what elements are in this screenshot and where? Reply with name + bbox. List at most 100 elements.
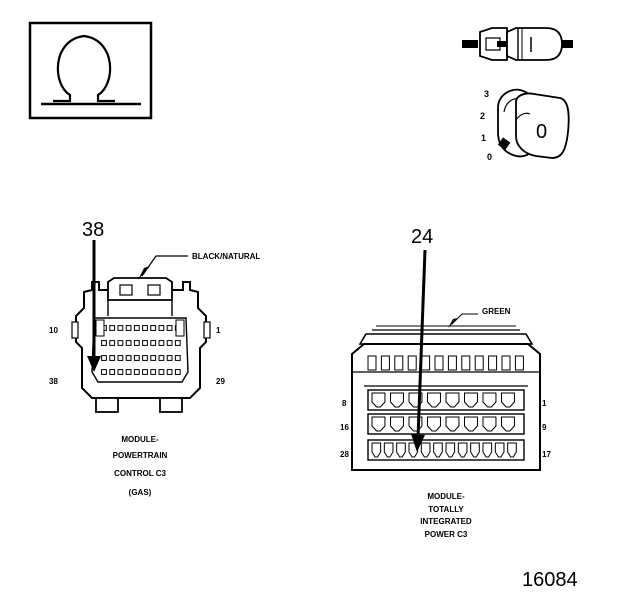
svg-text:MODULE-: MODULE- [121, 435, 159, 444]
terminal-cavity [390, 392, 404, 408]
pin-cavity [174, 340, 181, 346]
tipm-latch-slots [367, 355, 524, 371]
pin-cavity [166, 325, 173, 331]
switch-pos-1: 1 [481, 133, 486, 143]
pin-cavity [109, 325, 116, 331]
latch-slot [501, 355, 511, 371]
terminal-cavity [445, 392, 460, 408]
tipm-caption: MODULE- TOTALLY INTEGRATED POWER C3 [420, 492, 472, 539]
test-probe-icon [462, 27, 573, 61]
pin-cavity [101, 369, 107, 375]
tipm-row1-right-label: 1 [542, 399, 547, 408]
pin-cavity [133, 340, 140, 346]
latch-slot [434, 355, 444, 371]
pin-cavity [133, 325, 140, 331]
figure-number: 16084 [522, 569, 578, 591]
pcm-callout-number: 38 [82, 219, 104, 241]
latch-slot [474, 355, 484, 371]
latch-slot [394, 355, 404, 371]
pin-cavity [158, 369, 165, 375]
pin-cavity [125, 369, 132, 375]
pin-cavity [125, 340, 132, 346]
tipm-row2-right-label: 9 [542, 423, 547, 432]
pin-cavity [117, 325, 124, 331]
pcm-pin-38-label: 38 [49, 377, 58, 386]
pin-cavity [150, 369, 157, 375]
terminal-cavity [383, 442, 394, 458]
terminal-cavity [420, 442, 431, 458]
terminal-cavity [464, 416, 478, 432]
switch-pos-2: 2 [480, 111, 485, 121]
switch-pos-0: 0 [487, 152, 492, 162]
pin-cavity [125, 355, 132, 361]
knob-value: 0 [536, 121, 547, 143]
terminal-cavity [427, 392, 441, 408]
latch-slot [421, 355, 431, 371]
terminal-cavity [482, 392, 497, 408]
pin-cavity [133, 355, 140, 361]
terminal-cavity [507, 442, 517, 458]
pin-cavity [101, 340, 107, 346]
arrow-down-icon [411, 434, 425, 452]
pcm-pin-1-label: 1 [216, 326, 221, 335]
terminal-cavity [482, 416, 497, 432]
svg-text:POWERTRAIN: POWERTRAIN [113, 451, 168, 460]
pin-cavity [174, 355, 181, 361]
pcm-color-leader: BLACK/NATURAL [138, 252, 260, 280]
latch-slot [367, 355, 377, 371]
pin-cavity [125, 325, 132, 331]
terminal-cavity [371, 416, 386, 432]
arrow-icon [138, 266, 150, 280]
terminal-cavity [396, 442, 406, 458]
svg-text:CONTROL C3: CONTROL C3 [114, 469, 166, 478]
pin-cavity [101, 355, 107, 361]
pin-cavity [109, 355, 116, 361]
terminal-cavity [464, 392, 478, 408]
terminal-cavity [371, 442, 382, 458]
svg-text:INTEGRATED: INTEGRATED [420, 517, 472, 526]
tipm-callout-number: 24 [411, 226, 433, 248]
pin-cavity [166, 369, 173, 375]
pin-cavity [109, 340, 116, 346]
pin-cavity [117, 340, 124, 346]
svg-text:MODULE-: MODULE- [427, 492, 465, 501]
svg-text:(GAS): (GAS) [129, 488, 152, 497]
pcm-pin-10-label: 10 [49, 326, 58, 335]
pin-cavity [158, 340, 165, 346]
pcm-pin-29-label: 29 [216, 377, 225, 386]
tipm-pin-callout: 24 [411, 226, 433, 452]
pcm-caption: MODULE- POWERTRAIN CONTROL C3 (GAS) [113, 435, 168, 497]
tipm-connector [351, 325, 541, 471]
pin-cavity [142, 355, 148, 361]
ohm-icon [53, 34, 115, 103]
terminal-cavity [371, 392, 386, 408]
tipm-row3-right-label: 17 [542, 450, 551, 459]
terminal-cavity [445, 416, 460, 432]
pin-cavity [117, 369, 124, 375]
pin-cavity [158, 355, 165, 361]
pin-cavity [166, 340, 173, 346]
pin-cavity [158, 325, 165, 331]
pin-cavity [166, 355, 173, 361]
ohmmeter-frame [28, 21, 153, 120]
arrow-icon [448, 318, 458, 328]
pcm-pin-callout: 38 [82, 219, 104, 372]
terminal-cavity [445, 442, 456, 458]
pin-cavity [142, 369, 148, 375]
pin-cavity [174, 369, 181, 375]
pin-cavity [142, 325, 148, 331]
pin-cavity [150, 340, 157, 346]
svg-text:POWER C3: POWER C3 [425, 530, 468, 539]
terminal-cavity [390, 416, 404, 432]
terminal-cavity [501, 392, 515, 408]
pin-cavity [150, 325, 157, 331]
pcm-color-label: BLACK/NATURAL [192, 252, 260, 261]
switch-pointer-icon [497, 137, 511, 150]
terminal-cavity [427, 416, 441, 432]
ohmmeter-panel [28, 21, 153, 120]
latch-slot [461, 355, 471, 371]
arrow-down-icon [87, 356, 101, 372]
latch-slot [447, 355, 457, 371]
terminal-cavity [482, 442, 493, 458]
tipm-row1-left-label: 8 [342, 399, 347, 408]
